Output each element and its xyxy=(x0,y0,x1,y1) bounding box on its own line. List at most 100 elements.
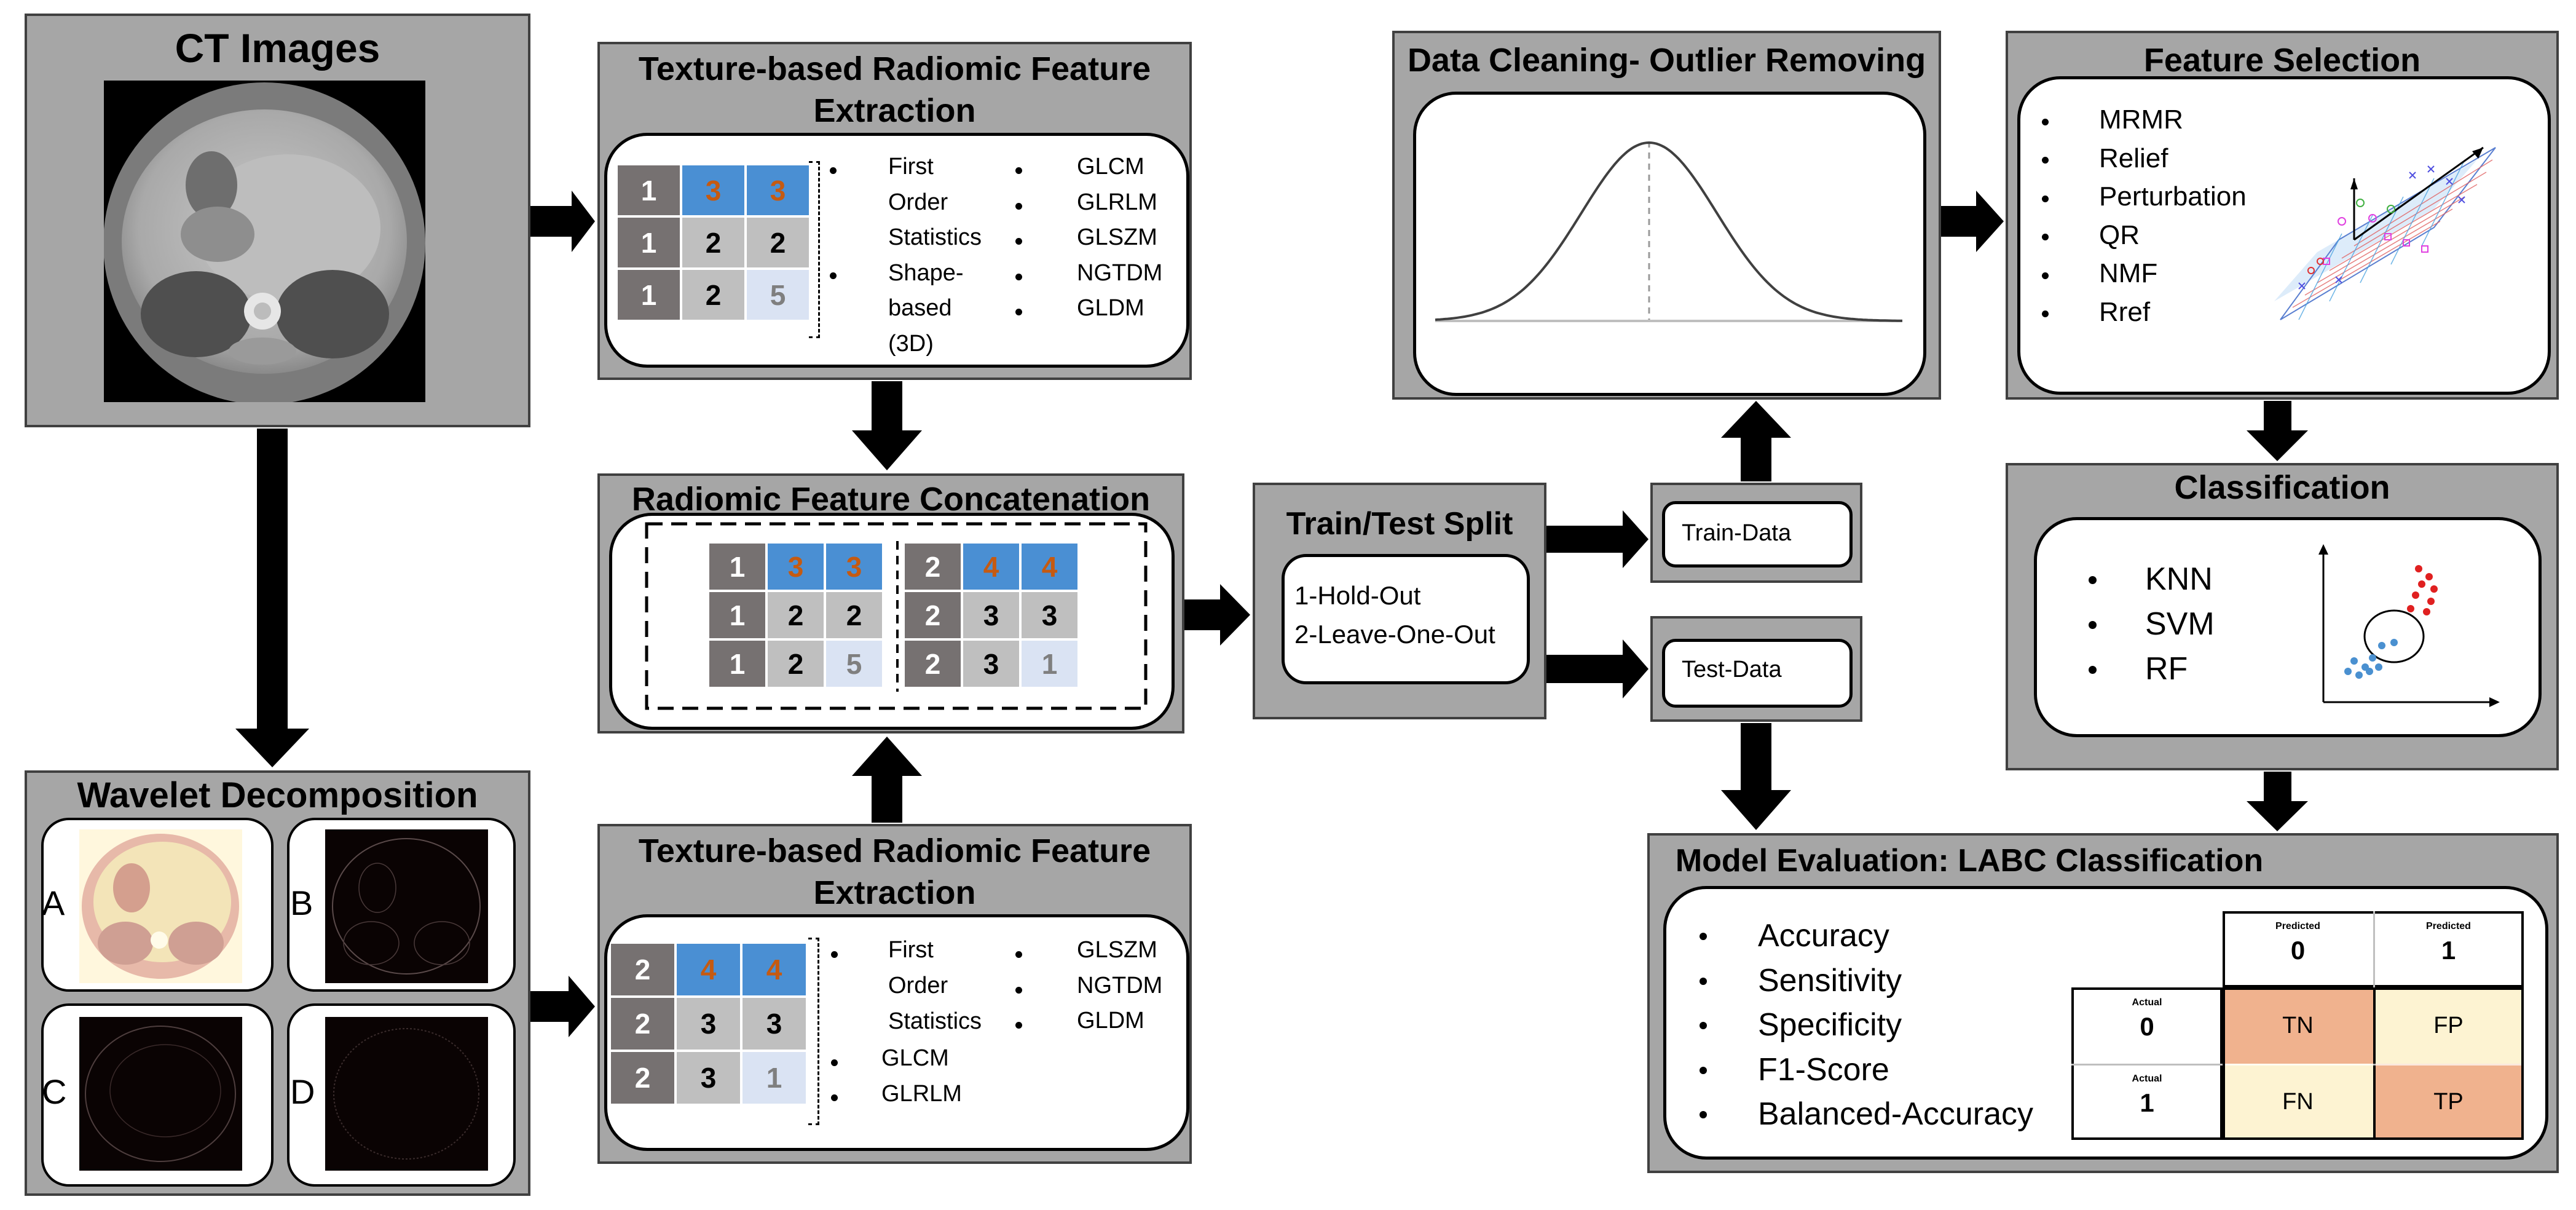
concat-grid-b-cell-r2-c2: 1 xyxy=(1020,639,1079,688)
texture-top-col1-5: (3D) xyxy=(888,331,934,357)
concat-grid-b-cell-r1-c0: 2 xyxy=(904,591,962,639)
test-data-label: Test-Data xyxy=(1682,657,1782,682)
evaluation-bullet-2 xyxy=(1700,1022,1707,1029)
texture-bottom-col2-bullet-0 xyxy=(1015,951,1022,958)
texture-top-col2-bullet-2 xyxy=(1015,238,1022,245)
concatenation-title: Radiomic Feature Concatenation xyxy=(631,481,1151,518)
cleaning-box xyxy=(1413,92,1926,396)
wavelet-label-b: B xyxy=(290,884,313,922)
wavelet-image-a-frame xyxy=(41,818,274,992)
wavelet-label-d: D xyxy=(290,1072,315,1111)
train-data-label: Train-Data xyxy=(1682,520,1792,546)
arrow-ct-to-wavelet xyxy=(235,429,309,767)
texture-bottom-col1-1: Order xyxy=(888,973,948,998)
texture-top-col2-4: GLDM xyxy=(1077,295,1144,321)
cm-predicted-0-caption: Predicted xyxy=(2275,921,2320,931)
cm-predicted-0-value: 0 xyxy=(2290,936,2306,965)
classification-bullet-1 xyxy=(2089,621,2097,629)
texture-top-col1-4: based xyxy=(888,295,952,321)
selection-box xyxy=(2017,76,2551,395)
selection-item-3: QR xyxy=(2099,219,2140,250)
concat-grid-b-cell-r0-c1: 4 xyxy=(962,542,1020,591)
texture-top-grid-cell-r1-c2: 2 xyxy=(746,216,810,269)
concat-grid-a-cell-r0-c2: 3 xyxy=(825,542,883,591)
texture-top-col1-2: Statistics xyxy=(888,224,982,250)
texture-bottom-col1-bullet-1 xyxy=(831,1059,838,1066)
wavelet-image-b xyxy=(325,829,488,983)
evaluation-item-2: Specificity xyxy=(1758,1007,1902,1043)
texture-title-bottom-line1: Texture-based Radiomic Feature xyxy=(638,832,1151,869)
evaluation-bullet-3 xyxy=(1700,1067,1707,1074)
evaluation-bullet-4 xyxy=(1700,1111,1707,1118)
texture-bottom-grid-cell-r0-c1: 4 xyxy=(676,943,741,997)
selection-bullet-4 xyxy=(2042,272,2049,279)
texture-bottom-col2-2: GLDM xyxy=(1077,1008,1144,1034)
texture-bottom-col1-0: First xyxy=(888,937,934,963)
classification-panel: Classification xyxy=(2006,463,2559,770)
concat-dashed-frame xyxy=(645,522,1148,710)
evaluation-title: Model Evaluation: LABC Classification xyxy=(1675,843,2264,879)
normal-distribution-curve xyxy=(1435,141,1902,322)
wavelet-image-c xyxy=(79,1017,242,1171)
evaluation-item-3: F1-Score xyxy=(1758,1051,1889,1088)
concat-grid-b-cell-r0-c0: 2 xyxy=(904,542,962,591)
wavelet-image-b-frame xyxy=(287,818,516,992)
feature-selection-plot xyxy=(2274,146,2496,320)
texture-bottom-grid-cell-r1-c2: 3 xyxy=(741,997,807,1051)
cm-actual-0-value: 0 xyxy=(2140,1012,2154,1041)
cm-tn-label: TN xyxy=(2282,1012,2314,1038)
feature-selection-panel: Feature Selection xyxy=(2006,31,2559,400)
concat-grid-a-cell-r2-c1: 2 xyxy=(766,639,825,688)
wavelet-image-d-frame xyxy=(287,1003,516,1187)
concat-grid-a-cell-r0-c0: 1 xyxy=(708,542,766,591)
texture-bottom-grid-cell-r2-c1: 3 xyxy=(676,1051,741,1105)
cm-fn: FN xyxy=(2223,1064,2373,1140)
texture-top-col2-bullet-1 xyxy=(1015,203,1022,210)
grid-bracket xyxy=(808,938,819,1125)
texture-bottom-grid-cell-r0-c2: 4 xyxy=(741,943,807,997)
selection-item-1: Relief xyxy=(2099,143,2168,173)
classification-bullet-2 xyxy=(2089,666,2097,674)
arrow-selection-to-classification xyxy=(2247,401,2308,461)
arrow-split-to-train xyxy=(1546,510,1648,568)
selection-item-2: Perturbation xyxy=(2099,181,2247,212)
data-cleaning-panel: Data Cleaning- Outlier Removing xyxy=(1392,31,1941,400)
selection-bullet-2 xyxy=(2042,196,2049,202)
classification-bullet-0 xyxy=(2089,576,2097,584)
texture-top-col2-bullet-0 xyxy=(1015,167,1022,174)
classification-scatter-plot xyxy=(2318,544,2500,707)
texture-top-col1-bullet-1 xyxy=(830,272,837,279)
concat-grid-a-cell-r2-c0: 1 xyxy=(708,639,766,688)
evaluation-bullet-0 xyxy=(1700,933,1707,940)
concat-grid-a-cell-r0-c1: 3 xyxy=(766,542,825,591)
texture-bottom-col2-bullet-2 xyxy=(1015,1022,1022,1029)
cleaning-title: Data Cleaning- Outlier Removing xyxy=(1407,42,1926,79)
texture-bottom-grid-cell-r1-c0: 2 xyxy=(610,997,676,1051)
cm-actual-0-caption: Actual xyxy=(2132,997,2162,1008)
arrow-classification-to-evaluation xyxy=(2247,772,2308,831)
classification-item-0: KNN xyxy=(2145,561,2213,597)
concatenation-box xyxy=(609,513,1175,730)
selection-bullet-5 xyxy=(2042,310,2049,317)
cm-fp: FP xyxy=(2373,987,2524,1064)
classification-title: Classification xyxy=(2174,469,2390,506)
split-title: Train/Test Split xyxy=(1286,506,1513,542)
texture-top-grid-cell-r2-c1: 2 xyxy=(681,269,746,321)
texture-bottom-grid-cell-r2-c2: 1 xyxy=(741,1051,807,1105)
arrow-split-to-test xyxy=(1546,639,1648,698)
texture-top-col1-0: First xyxy=(888,154,934,180)
evaluation-item-0: Accuracy xyxy=(1758,918,1889,954)
evaluation-item-4: Balanced-Accuracy xyxy=(1758,1096,2033,1132)
texture-bottom-col1-bullet-2 xyxy=(831,1094,838,1101)
test-data-box xyxy=(1662,639,1853,708)
split-item-2: 2-Leave-One-Out xyxy=(1294,620,1495,649)
cm-actual-1-value: 1 xyxy=(2140,1088,2154,1117)
cm-tp-label: TP xyxy=(2433,1088,2464,1115)
selection-bullet-0 xyxy=(2042,119,2049,125)
cm-predicted-1-caption: Predicted xyxy=(2426,921,2471,931)
texture-top-grid-cell-r0-c1: 3 xyxy=(681,164,746,216)
cm-tn: TN xyxy=(2223,987,2373,1064)
ct-images-title: CT Images xyxy=(175,25,380,71)
